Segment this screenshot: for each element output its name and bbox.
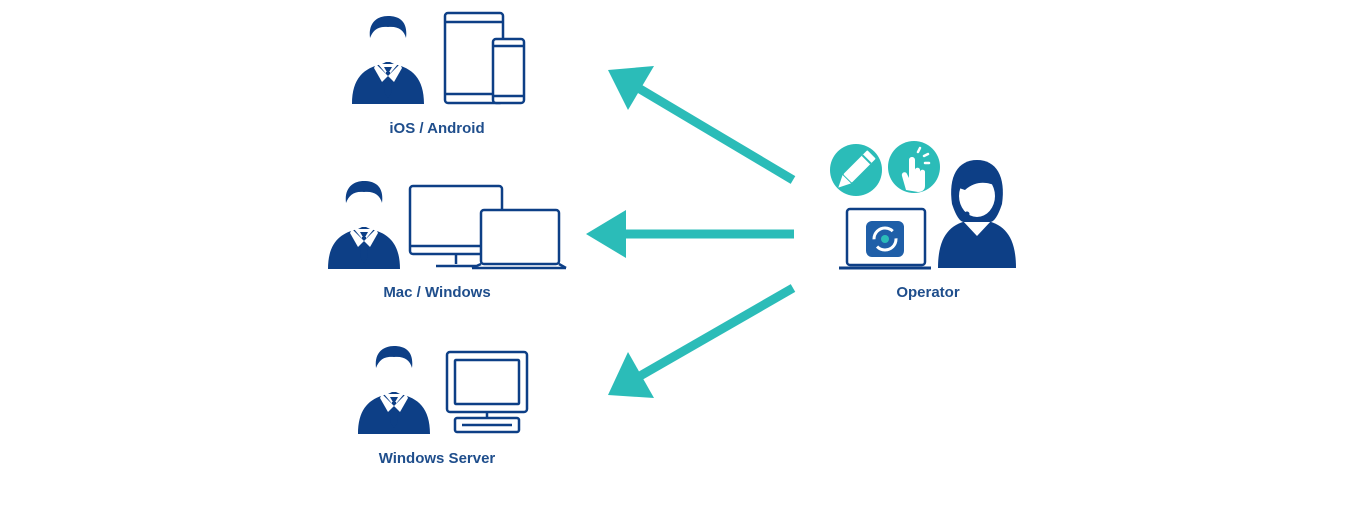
arrow-to-ios-android [608, 66, 796, 184]
tap-gesture-icon [888, 141, 940, 193]
laptop-with-app-icon [839, 207, 931, 270]
client-label: iOS / Android [389, 120, 484, 137]
connection-arrows [586, 66, 796, 398]
arrow-to-windows-server [608, 284, 796, 398]
client-windows-server: Windows Server [358, 346, 529, 467]
desktop-and-laptop-icon [408, 184, 567, 270]
operator-headset-icon [938, 160, 1016, 268]
operator-label: Operator [896, 284, 960, 301]
operator-group: Operator [830, 141, 1016, 301]
tablet-and-phone-icon [443, 11, 526, 105]
businessman-icon [358, 346, 430, 434]
businessman-icon [352, 16, 424, 104]
client-ios-android: iOS / Android [352, 11, 526, 137]
businessman-icon [328, 181, 400, 269]
client-mac-windows: Mac / Windows [328, 181, 567, 301]
client-label: Windows Server [379, 450, 496, 467]
arrow-to-mac-windows [586, 210, 794, 258]
client-label: Mac / Windows [383, 284, 490, 301]
server-computer-icon [445, 350, 529, 434]
pencil-icon [830, 144, 882, 196]
